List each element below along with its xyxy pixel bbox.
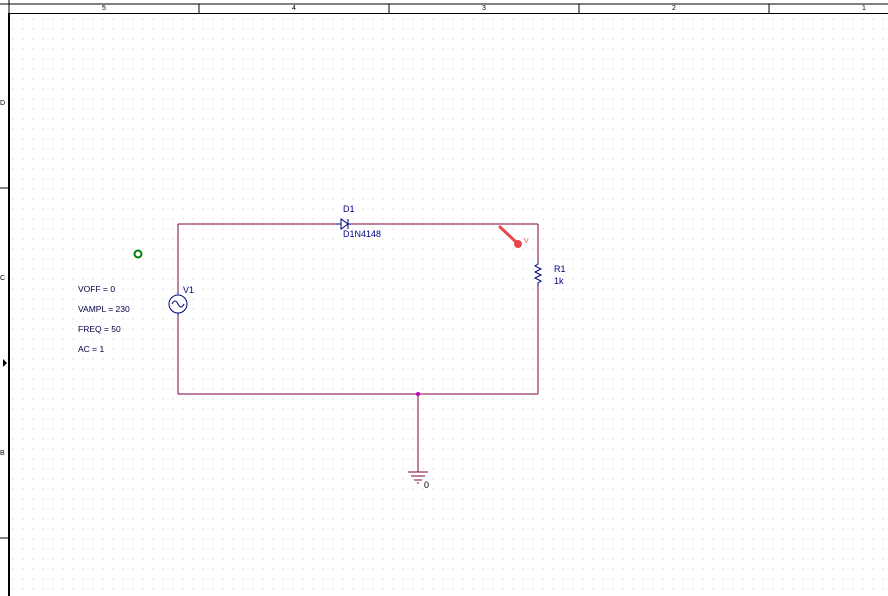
voltage-probe[interactable] xyxy=(498,225,522,248)
ruler-row-d: D xyxy=(0,100,6,107)
resistor-value-label[interactable]: 1k xyxy=(554,276,564,286)
ruler-col-1: 1 xyxy=(862,5,866,12)
ground-symbol xyxy=(408,471,428,484)
port-marker[interactable] xyxy=(133,249,143,259)
wire-group xyxy=(177,223,539,472)
source-param-ac[interactable]: AC = 1 xyxy=(78,344,105,354)
source-ref-label[interactable]: V1 xyxy=(183,285,195,295)
diode-ref-label[interactable]: D1 xyxy=(343,204,355,214)
ground-label[interactable]: 0 xyxy=(424,480,430,490)
source-param-voff[interactable]: VOFF = 0 xyxy=(78,284,116,294)
ruler-col-2: 2 xyxy=(672,5,676,12)
ruler-col-5: 5 xyxy=(102,5,106,12)
left-ruler-ticks xyxy=(0,187,8,539)
ruler-col-3: 3 xyxy=(482,5,486,12)
diode-symbol xyxy=(336,218,351,230)
resistor-ref-label[interactable]: R1 xyxy=(554,264,566,274)
diode-value-label[interactable]: D1N4148 xyxy=(343,229,382,239)
top-ruler-ticks xyxy=(0,0,888,13)
ac-source-symbol xyxy=(168,292,188,316)
left-ruler: D C B xyxy=(0,13,10,596)
source-param-vampl[interactable]: VAMPL = 230 xyxy=(78,304,130,314)
junction-dot xyxy=(416,392,420,396)
drawing-canvas[interactable] xyxy=(10,14,888,596)
probe-label: V xyxy=(524,238,529,245)
top-ruler: 5 4 3 2 1 xyxy=(0,0,888,14)
ruler-row-b: B xyxy=(0,450,5,457)
ruler-row-c: C xyxy=(0,275,6,282)
resistor-symbol xyxy=(533,262,543,286)
ruler-col-4: 4 xyxy=(292,5,296,12)
source-param-freq[interactable]: FREQ = 50 xyxy=(78,324,121,334)
